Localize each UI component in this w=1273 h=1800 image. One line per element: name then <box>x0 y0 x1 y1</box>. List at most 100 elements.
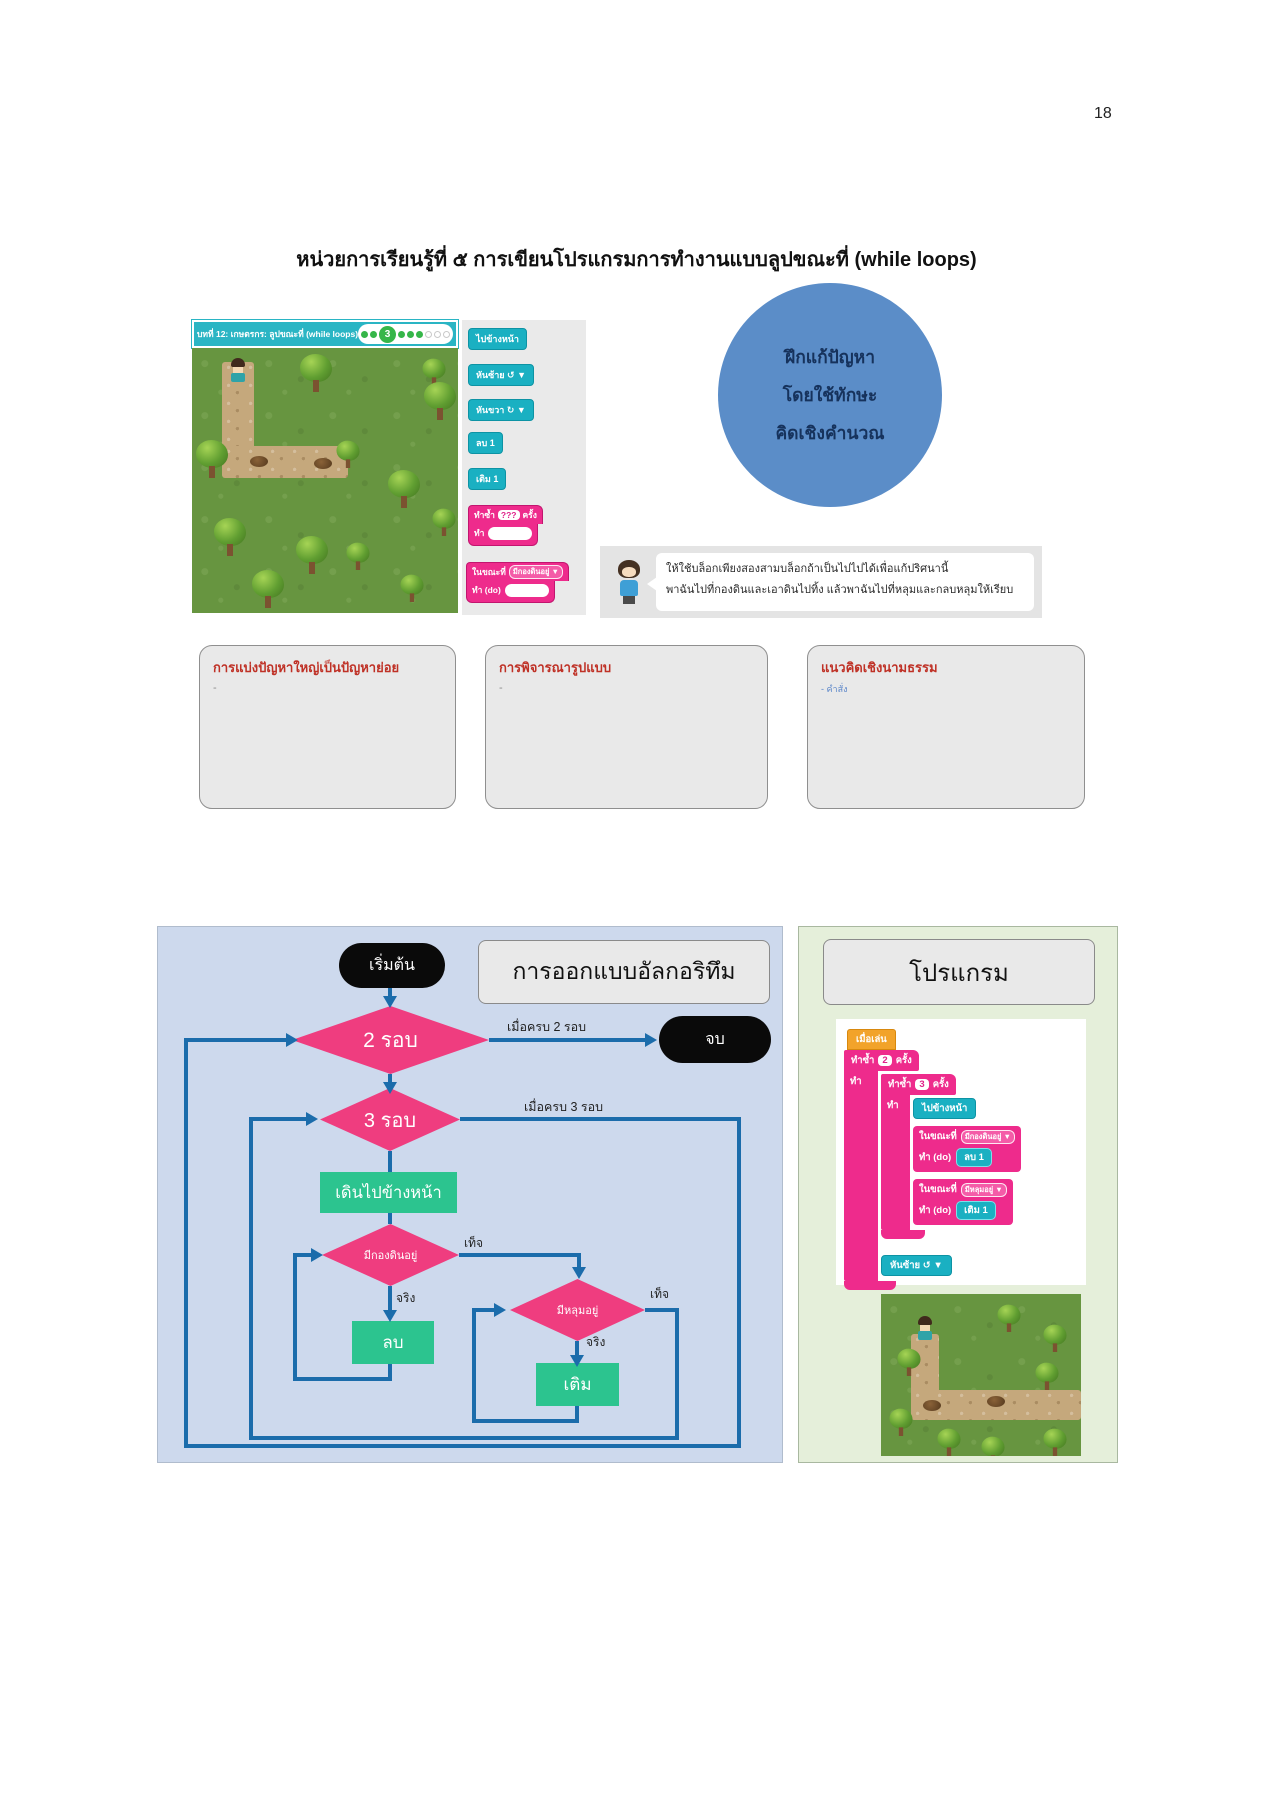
flow-connector <box>737 1117 741 1448</box>
tree-icon <box>422 358 446 387</box>
repeat3-header: ทำซ้ำ 3 ครั้ง <box>881 1074 956 1095</box>
block-while-hole[interactable]: ในขณะที่ มีหลุมอยู่ ▼ ทำ (do) เติม 1 <box>913 1179 1013 1225</box>
progress-dots[interactable]: 3 <box>358 324 454 344</box>
progress-dot[interactable] <box>361 330 369 338</box>
block-while-dirt[interactable]: ในขณะที่ มีกองดินอยู่ ▼ ทำ (do) ลบ 1 <box>913 1126 1021 1172</box>
block-turn-left[interactable]: หันซ้าย ↺ ▼ <box>468 364 534 386</box>
block-fill-1[interactable]: เติม 1 <box>468 468 507 490</box>
flow-connector <box>388 1151 392 1172</box>
block-repeat-times[interactable]: ทำซ้ำ ??? ครั้ง ทำ <box>468 505 543 546</box>
block-move-forward[interactable]: ไปข้างหน้า <box>913 1098 977 1119</box>
flow-connector <box>184 1038 188 1448</box>
progress-dot[interactable] <box>434 330 442 338</box>
flow-connector <box>249 1117 253 1440</box>
note-body: - <box>213 682 217 694</box>
avatar-legs <box>623 596 635 604</box>
flow-connector <box>645 1308 679 1312</box>
arrowhead-icon <box>494 1303 506 1317</box>
arrowhead-icon <box>383 1082 397 1094</box>
avatar-face <box>622 567 636 577</box>
block-repeat-2[interactable]: ทำซ้ำ 2 ครั้ง ทำ ทำซ้ำ 3 ครั้ง <box>844 1050 1021 1290</box>
repeat-count-chip[interactable]: ??? <box>497 510 520 520</box>
repeat-block-body: ทำ <box>468 524 539 546</box>
tree-icon <box>400 574 424 602</box>
flow-label-true: จริง <box>586 1335 606 1349</box>
repeat2-do-label: ทำ <box>844 1071 878 1281</box>
flow-connector <box>184 1038 288 1042</box>
program-workspace: เมื่อเล่น ทำซ้ำ 2 ครั้ง ทำ ทำซ้ำ <box>836 1019 1086 1290</box>
repeat2-header: ทำซ้ำ 2 ครั้ง <box>844 1050 919 1071</box>
character-face <box>233 367 243 373</box>
while-condition-dropdown[interactable]: มีกองดินอยู่ ▼ <box>960 1129 1015 1144</box>
dirt-pile-icon <box>250 456 268 467</box>
progress-dot[interactable] <box>370 330 378 338</box>
block-when-run[interactable]: เมื่อเล่น <box>847 1029 896 1050</box>
arrowhead-icon <box>286 1033 298 1047</box>
flow-connector <box>249 1117 308 1121</box>
progress-dot[interactable] <box>443 330 451 338</box>
tree-icon <box>997 1304 1021 1332</box>
character-shirt <box>918 1331 932 1340</box>
flow-decision-3-rounds: 3 รอบ <box>320 1088 460 1151</box>
arrowhead-icon <box>383 996 397 1008</box>
flow-label-false: เท็จ <box>464 1236 484 1250</box>
tree-icon <box>937 1428 961 1456</box>
progress-current-dot[interactable]: 3 <box>379 325 397 343</box>
progress-dot[interactable] <box>425 330 433 338</box>
arrowhead-icon <box>645 1033 657 1047</box>
arrowhead-icon <box>311 1248 323 1262</box>
program-panel: โปรแกรม เมื่อเล่น ทำซ้ำ 2 ครั้ง ทำ <box>798 926 1118 1463</box>
tree-icon <box>424 382 456 420</box>
flow-connector <box>388 1213 392 1224</box>
block-turn-right[interactable]: หันขวา ↻ ▼ <box>468 399 534 421</box>
speech-bubble: ให้ใช้บล็อกเพียงสองสามบล็อกถ้าเป็นไปไปได… <box>647 553 1034 611</box>
block-repeat-3[interactable]: ทำซ้ำ 3 ครั้ง ทำ ไปข้างหน้า <box>881 1074 1021 1239</box>
flow-connector <box>575 1406 579 1423</box>
instruction-panel: ให้ใช้บล็อกเพียงสองสามบล็อกถ้าเป็นไปไปได… <box>600 546 1042 618</box>
algorithm-flowchart-panel: เริ่มต้น การออกแบบอัลกอริทึม 2 รอบ จบ 3 … <box>157 926 783 1463</box>
block-slot <box>488 526 533 540</box>
skill-line: คิดเชิงคำนวณ <box>775 423 885 443</box>
progress-dot[interactable] <box>398 330 406 338</box>
flow-connector <box>577 1253 581 1269</box>
progress-dot[interactable] <box>407 330 415 338</box>
game-result-scene <box>881 1294 1081 1456</box>
progress-dot[interactable] <box>416 330 424 338</box>
tree-icon <box>388 470 420 508</box>
flow-label-true: จริง <box>396 1291 416 1305</box>
skill-line: โดยใช้ทักษะ <box>782 385 878 405</box>
flow-start-node: เริ่มต้น <box>339 943 445 988</box>
farmer-character <box>917 1316 933 1342</box>
flow-decision-dirt: มีกองดินอยู่ <box>322 1224 459 1286</box>
tree-icon <box>252 570 284 608</box>
note-box-decomposition: การแบ่งปัญหาใหญ่เป็นปัญหาย่อย - <box>199 645 456 809</box>
block-remove-1[interactable]: ลบ 1 <box>956 1148 992 1167</box>
block-turn-left[interactable]: หันซ้าย ↺ ▼ <box>881 1255 952 1276</box>
tree-icon <box>889 1408 913 1436</box>
skill-circle: ฝึกแก้ปัญหา โดยใช้ทักษะ คิดเชิงคำนวณ <box>718 283 942 507</box>
note-box-abstraction: แนวคิดเชิงนามธรรม - คำสั่ง <box>807 645 1085 809</box>
block-remove-1[interactable]: ลบ 1 <box>468 432 503 454</box>
flow-connector <box>459 1253 581 1257</box>
flow-connector <box>388 1074 392 1086</box>
note-box-pattern: การพิจารณารูปแบบ - <box>485 645 768 809</box>
repeat3-count-chip[interactable]: 3 <box>915 1079 929 1090</box>
block-while[interactable]: ในขณะที่ มีกองดินอยู่ ▼ ทำ (do) <box>466 562 569 603</box>
arrowhead-icon <box>572 1267 586 1279</box>
flow-decision-hole: มีหลุมอยู่ <box>510 1279 645 1341</box>
block-palette: ไปข้างหน้า หันซ้าย ↺ ▼ หันขวา ↻ ▼ ลบ 1 เ… <box>462 320 586 615</box>
avatar-body <box>620 580 638 596</box>
flow-connector <box>184 1444 741 1448</box>
character-shirt <box>231 373 245 382</box>
tree-icon <box>432 508 456 536</box>
flow-connector <box>472 1308 476 1423</box>
program-title-box: โปรแกรม <box>823 939 1095 1005</box>
block-fill-1[interactable]: เติม 1 <box>956 1201 996 1220</box>
while-condition-dropdown[interactable]: มีหลุมอยู่ ▼ <box>960 1182 1007 1197</box>
note-heading: การพิจารณารูปแบบ <box>499 660 612 675</box>
while-condition-dropdown[interactable]: มีกองดินอยู่ ▼ <box>508 565 563 579</box>
repeat2-count-chip[interactable]: 2 <box>878 1055 892 1066</box>
note-body: - คำสั่ง <box>821 684 848 694</box>
tree-icon <box>897 1348 921 1376</box>
block-move-forward[interactable]: ไปข้างหน้า <box>468 328 527 350</box>
